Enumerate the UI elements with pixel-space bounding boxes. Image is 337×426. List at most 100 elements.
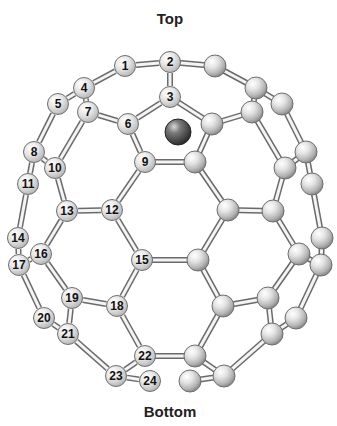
numbered-atom: 12 — [101, 199, 123, 221]
bond-core — [137, 103, 160, 118]
bond-line — [24, 275, 40, 308]
atom-number: 14 — [11, 232, 24, 244]
atom-number: 21 — [61, 328, 74, 340]
atom-number: 6 — [125, 118, 132, 130]
atom-number: 3 — [167, 91, 174, 103]
atom-number: 5 — [55, 98, 62, 110]
bond — [136, 63, 159, 65]
bond — [83, 300, 106, 304]
bond-line — [127, 378, 139, 380]
bond-line — [137, 103, 160, 118]
bond-line — [61, 121, 83, 158]
carbon-atom — [213, 365, 235, 387]
numbered-atom: 4 — [73, 77, 95, 99]
carbon-atom — [311, 227, 333, 249]
bond — [118, 171, 139, 201]
bond-core — [169, 73, 172, 86]
carbon-atom — [212, 295, 234, 317]
bond-core — [69, 309, 71, 323]
bond — [20, 195, 26, 227]
bond-line — [136, 63, 159, 65]
bond — [58, 179, 64, 201]
bond-line — [122, 270, 136, 297]
numbered-atom: 13 — [56, 200, 78, 222]
atom-number: 18 — [110, 300, 123, 312]
bond-line — [94, 71, 116, 83]
atom-number: 10 — [48, 162, 61, 174]
numbered-atom: 2 — [159, 51, 181, 73]
numbered-atom: 24 — [139, 370, 161, 392]
atom-number: 24 — [143, 375, 156, 387]
numbered-atom: 17 — [8, 254, 30, 276]
bond-line — [67, 94, 74, 98]
carbon-atom — [204, 55, 226, 77]
bond — [122, 270, 136, 297]
orientation-label: Top — [157, 10, 183, 27]
bond-core — [132, 134, 140, 152]
bond-core — [122, 270, 136, 297]
numbered-atom: 20 — [33, 307, 55, 329]
bond — [132, 134, 140, 152]
bond-core — [127, 378, 139, 380]
bond-line — [76, 341, 107, 369]
atom-number: 1 — [122, 60, 129, 72]
numbered-atom: 18 — [106, 295, 128, 317]
bond-core — [47, 220, 62, 244]
numbered-atom: 16 — [30, 243, 52, 265]
bond-line — [118, 219, 137, 250]
bond-line — [125, 362, 136, 370]
carbon-atom — [184, 151, 206, 173]
bond-core — [125, 362, 136, 370]
carbon-atom — [261, 323, 283, 345]
atom-number: 8 — [31, 146, 38, 158]
bond-line — [132, 134, 140, 152]
atom-number: 7 — [85, 106, 92, 118]
atom-number: 2 — [167, 56, 174, 68]
carbon-atom — [285, 307, 307, 329]
atom-number: 9 — [142, 156, 149, 168]
bond — [76, 341, 107, 369]
numbered-atom: 19 — [61, 287, 83, 309]
bond-line — [47, 220, 62, 244]
bond-line — [20, 195, 26, 227]
bond — [47, 263, 65, 289]
bond-line — [39, 114, 53, 142]
bond-line — [122, 316, 139, 347]
numbered-atom: 3 — [159, 86, 181, 108]
atom-number: 12 — [105, 204, 118, 216]
bond — [127, 378, 139, 380]
bond — [99, 115, 118, 121]
numbered-atom: 23 — [105, 365, 127, 387]
atom-number: 17 — [12, 259, 25, 271]
numbered-atom: 8 — [23, 141, 45, 163]
bond — [61, 121, 83, 158]
bond-line — [69, 309, 71, 323]
bond-core — [118, 219, 137, 250]
bond-core — [83, 300, 106, 304]
carbon-atom — [241, 101, 263, 123]
carbon-atom — [310, 254, 332, 276]
bond-core — [30, 163, 32, 173]
bond — [122, 316, 139, 347]
carbon-atom — [179, 370, 201, 392]
numbered-atom: 6 — [117, 113, 139, 135]
bond — [47, 220, 62, 244]
orientation-label: Bottom — [144, 403, 197, 420]
atom-number: 20 — [37, 312, 50, 324]
bond-core — [67, 94, 74, 98]
bond-core — [47, 263, 65, 289]
carbon-atom — [184, 345, 206, 367]
bond — [67, 94, 74, 98]
carbon-atom — [201, 113, 223, 135]
numbered-atom: 9 — [134, 151, 156, 173]
atom-number: 16 — [34, 248, 47, 260]
bond-line — [47, 263, 65, 289]
bond-core — [122, 316, 139, 347]
bond-line — [118, 171, 139, 201]
atom-number: 22 — [138, 350, 151, 362]
endohedral-atom — [165, 119, 191, 145]
bond-line — [167, 73, 173, 86]
carbon-atom — [295, 141, 317, 163]
numbered-atom: 1 — [114, 55, 136, 77]
